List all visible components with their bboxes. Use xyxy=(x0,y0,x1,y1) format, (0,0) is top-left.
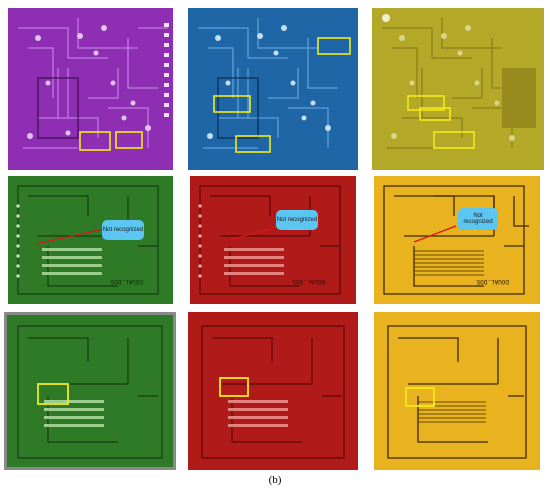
highlight-box xyxy=(407,95,445,111)
callout-text: Not recognized xyxy=(276,217,318,223)
pcb-panel-green-mid: DOUAL.DOS Not recognized xyxy=(8,176,173,304)
highlight-box xyxy=(405,387,435,407)
pcb-image xyxy=(188,8,358,170)
highlight-box xyxy=(235,135,271,153)
pcb-image: DOUAL.DOS xyxy=(190,176,356,304)
pcb-panel-yellow-bottom xyxy=(374,312,540,470)
silk-label: DOUAL.DOS xyxy=(110,278,143,285)
pcb-panel-yellow-mid: DOUAL.DOS Not recognized xyxy=(374,176,540,304)
highlight-box xyxy=(115,131,143,149)
pcb-panel-red-bottom xyxy=(188,312,358,470)
pcb-panel-red-mid: DOUAL.DOS Not recognized xyxy=(190,176,356,304)
silk-label: DOUAL.DOS xyxy=(292,278,325,285)
pcb-image xyxy=(8,8,173,170)
highlight-box xyxy=(219,377,249,397)
pcb-image xyxy=(188,312,358,470)
callout-bubble: Not recognized xyxy=(458,208,498,230)
silk-label: DOUAL.DOS xyxy=(476,278,509,285)
callout-bubble: Not recognized xyxy=(276,210,318,230)
highlight-box xyxy=(433,131,475,149)
highlight-box xyxy=(419,107,451,121)
pcb-panel-green-bottom xyxy=(4,312,176,470)
highlight-box xyxy=(213,95,251,113)
pcb-image: DOUAL.DOS xyxy=(374,176,540,304)
pcb-image xyxy=(372,8,544,170)
pcb-panel-olive xyxy=(372,8,544,170)
pcb-image: DOUAL.DOS xyxy=(8,176,173,304)
figure-caption: (b) xyxy=(268,474,282,486)
callout-bubble: Not recognized xyxy=(102,220,144,240)
callout-text: Not recognized xyxy=(463,213,493,225)
pcb-image xyxy=(374,312,540,470)
highlight-box xyxy=(37,383,69,405)
highlight-box xyxy=(79,131,111,151)
pcb-image xyxy=(4,312,176,470)
pcb-panel-blue xyxy=(188,8,358,170)
pcb-panel-purple xyxy=(8,8,173,170)
callout-text: Not recognized xyxy=(102,227,144,233)
highlight-box xyxy=(317,37,351,55)
